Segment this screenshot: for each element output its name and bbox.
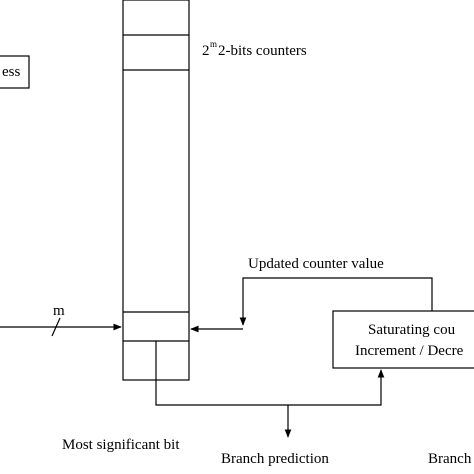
- saturating-counter-box: [332, 310, 474, 369]
- counters-rest: 2-bits counters: [218, 43, 307, 59]
- counters-base: 2: [202, 43, 210, 59]
- saturating-label: Saturating cou: [368, 322, 456, 338]
- address-box: [0, 55, 30, 89]
- msb-to-counter-path: [155, 341, 385, 406]
- bus-slash: [51, 317, 61, 337]
- address-label: ess: [2, 64, 20, 80]
- incdec-label: Increment / Decre: [355, 343, 464, 359]
- msb-label: Most significant bit: [62, 437, 180, 453]
- updated-label: Updated counter value: [248, 256, 384, 272]
- updated-value-path: [239, 277, 433, 326]
- bus-width-label: m: [53, 303, 65, 319]
- branch-prediction-label: Branch prediction: [221, 451, 329, 467]
- branch-outcome-label: Branch: [428, 451, 472, 467]
- counters-label: 2 m 2-bits counters: [202, 39, 307, 59]
- counter-table: [122, 0, 190, 381]
- counters-exp: m: [210, 39, 217, 49]
